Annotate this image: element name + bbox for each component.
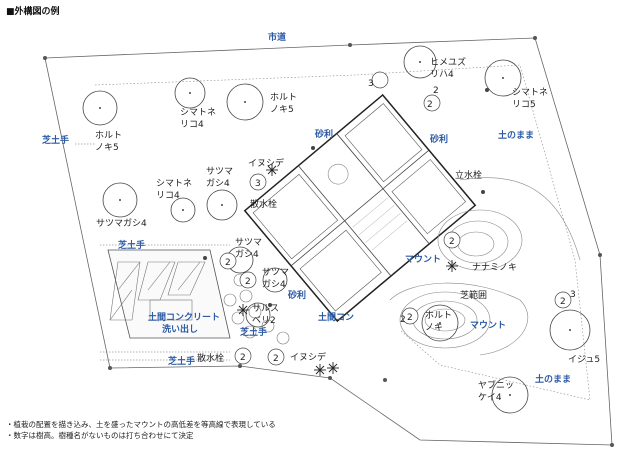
height-2-a: 2 <box>449 237 455 247</box>
height-3-right: 3 <box>570 290 576 300</box>
label-jari-bottom: 砂利 <box>288 289 306 301</box>
tree-horutonoki-l-l1: ホルト <box>95 130 122 141</box>
label-shibadote-left: 芝土手 <box>42 134 69 146</box>
label-sansuisen2: 散水栓 <box>197 352 224 364</box>
height-2-f: 2 <box>273 354 279 364</box>
tree-hiimezuzuriha-l2: リハ4 <box>430 70 454 80</box>
label-shibadote-bottom1: 芝土手 <box>168 355 195 367</box>
tree-horutonoki-m-l2: ノキ <box>425 323 443 333</box>
label-tatesuisen: 立水栓 <box>455 169 482 181</box>
tree-satsumagashi-l2: ガシ4 <box>206 178 230 189</box>
tree-horutonoki-t-l2: ノキ5 <box>270 105 294 115</box>
tree-yabunikkei-l2: ケイ4 <box>478 392 502 403</box>
height-2-c: 2 <box>245 277 251 287</box>
tree-shimatoneriko-tr-l1: シマトネ <box>512 87 548 98</box>
label-mound2: マウント <box>470 320 506 331</box>
label-doma-concrete: 土間コンクリート <box>148 311 220 323</box>
stepping-stones <box>223 273 290 345</box>
tree-circles <box>82 45 591 414</box>
label-jari-right: 砂利 <box>430 133 448 145</box>
height-2-b: 2 <box>225 258 231 268</box>
label-shiba-hani: 芝範囲 <box>460 289 487 301</box>
height-2-g: 2 <box>560 297 566 307</box>
site-boundary <box>44 37 613 446</box>
label-jari-left: 砂利 <box>315 128 333 140</box>
label-arai-dashi: 洗い出し <box>162 323 198 335</box>
tree-horutonoki-m-l1: ホルト <box>425 310 452 321</box>
tree-horutonoki-l-l2: ノキ5 <box>95 143 119 153</box>
tree-inushide-top: イヌシデ <box>248 157 284 169</box>
notes: ・植栽の配置を描き込み、土を盛ったマウントの高低差を等高線で表現している ・数字… <box>6 419 276 441</box>
tree-satsumagashi-l1: サツマ <box>206 166 233 177</box>
leader-lines <box>75 143 230 361</box>
tree-satsumagashi-m1-l1: サツマ <box>235 237 262 248</box>
height-2-top: 2 <box>433 86 439 96</box>
tree-shimatoneriko-tr-l2: リコ5 <box>512 100 536 110</box>
tree-satsumagashi-m1-l2: ガシ4 <box>235 249 259 260</box>
diagram-title: ■外構図の例 <box>6 7 60 17</box>
label-shibadote-mid: 芝土手 <box>118 239 145 251</box>
tree-shimatoneriko-t-l1: シマトネ <box>180 107 216 118</box>
tree-sarusuberi-l1: サルス <box>252 303 279 314</box>
inner-boundary <box>94 64 591 401</box>
tree-yabunikkei-l1: ヤブニッ <box>478 379 514 391</box>
label-street: 市道 <box>268 31 286 43</box>
earth-boundary <box>459 177 581 261</box>
height-2-h: 2 <box>427 100 433 110</box>
tree-shimatoneriko-l-l1: シマトネ <box>156 178 192 189</box>
height-2-mid: 2 <box>400 315 406 325</box>
tree-inushide-bottom: イヌシデ <box>290 351 326 363</box>
label-sansuisen1: 散水栓 <box>250 198 277 210</box>
height-3-top: 3 <box>368 79 374 89</box>
tree-shimatoneriko-l-l2: リコ4 <box>156 191 180 201</box>
label-tsuchi-top: 土のまま <box>498 129 534 141</box>
house <box>243 93 477 323</box>
lawn-boundary <box>389 282 529 356</box>
height-3-house: 3 <box>255 179 261 189</box>
height-2-mound: 2 <box>407 313 413 323</box>
tree-satsumagashi-m2-l1: サツマ <box>262 267 289 278</box>
tree-centers <box>99 61 571 396</box>
tree-satsumagashi-m2-l2: ガシ4 <box>262 279 286 290</box>
tree-sarusuberi-l2: ベリ2 <box>252 316 276 326</box>
tree-hiimezuzuriha-l1: ヒメユズ <box>430 56 466 68</box>
label-shibadote-bottom2: 芝土手 <box>240 326 267 338</box>
concrete-area <box>107 249 231 339</box>
note-line: ・数字は樹高。樹種名がないものは打ち合わせにて決定 <box>6 431 194 440</box>
label-mound1: マウント <box>405 254 441 265</box>
boundary-posts <box>43 36 614 447</box>
note-line: ・植栽の配置を描き込み、土を盛ったマウントの高低差を等高線で表現している <box>6 420 276 429</box>
tree-horutonoki-t-l1: ホルト <box>270 92 297 103</box>
small-tree-circles <box>219 71 572 366</box>
tree-iju: イジュ5 <box>568 355 600 365</box>
height-2-e: 2 <box>240 353 246 363</box>
tree-nanamiki: ナナミノキ <box>472 262 517 273</box>
tree-shimatoneriko-t-l2: リコ4 <box>180 120 204 130</box>
tree-satsumagashi-bl: サツマガシ4 <box>96 218 147 229</box>
label-tsuchi-bottom: 土のまま <box>535 373 571 385</box>
shrub-marks <box>237 164 458 376</box>
label-doma-con: 土間コン <box>318 311 354 323</box>
